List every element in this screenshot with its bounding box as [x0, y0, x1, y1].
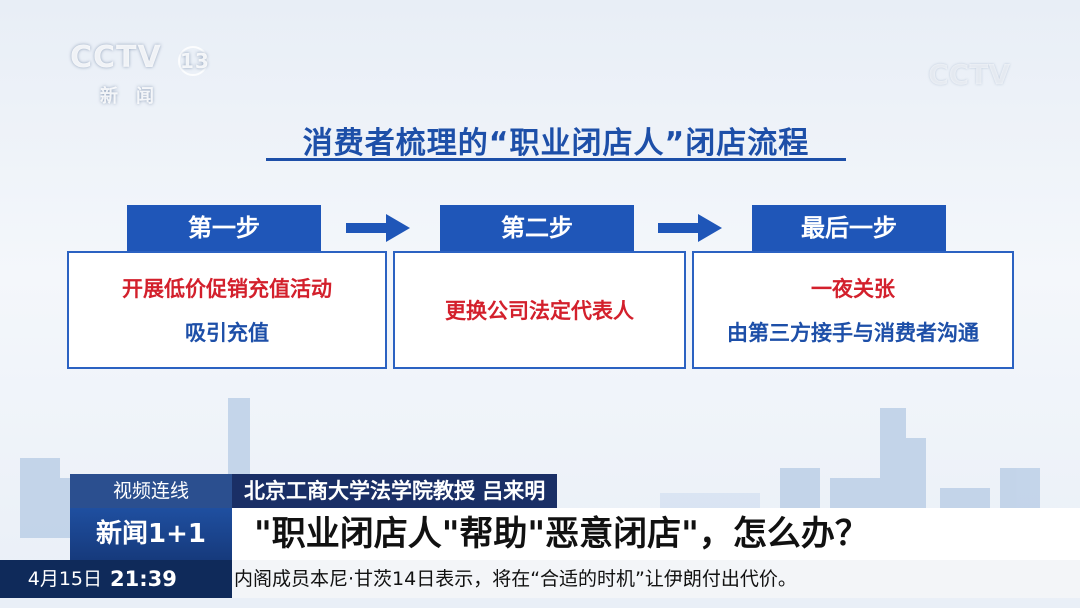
channel-sub-label: 新闻: [100, 86, 172, 107]
step-1-heading: 第一步: [127, 205, 321, 251]
graphic-title: 消费者梳理的“职业闭店人”闭店流程: [302, 126, 810, 161]
headline-text: "职业闭店人"帮助"恶意闭店"，怎么办？: [232, 508, 1080, 560]
step-2-line-1: 更换公司法定代表人: [445, 299, 634, 323]
step-2-heading: 第二步: [440, 205, 634, 251]
cctv-watermark: CCTV: [928, 58, 1010, 91]
arrow-right-icon: [658, 214, 722, 242]
step-1-box: 开展低价促销充值活动 吸引充值: [67, 251, 387, 369]
title-underline: [266, 158, 846, 161]
program-logo: 新闻1+1: [70, 508, 232, 560]
ticker-text: 内阁成员本尼·甘茨14日表示，将在“合适的时机”让伊朗付出代价。: [232, 560, 1080, 598]
step-3-box: 一夜关张 由第三方接手与消费者沟通: [692, 251, 1014, 369]
step-2-box: 更换公司法定代表人: [393, 251, 686, 369]
arrow-right-icon: [346, 214, 410, 242]
ticker-time: 21:39: [110, 560, 232, 598]
step-1-line-2: 吸引充值: [185, 321, 269, 345]
video-link-tag: 视频连线: [70, 474, 232, 508]
step-3-line-2: 由第三方接手与消费者沟通: [727, 321, 979, 345]
step-1-line-1: 开展低价促销充值活动: [122, 277, 332, 301]
ticker-date: 4月15日: [0, 560, 110, 598]
guest-caption: 北京工商大学法学院教授 吕来明: [232, 474, 558, 508]
lower-third-tag-row: 视频连线 北京工商大学法学院教授 吕来明: [70, 474, 558, 508]
step-3-heading: 最后一步: [752, 205, 946, 251]
step-3-line-1: 一夜关张: [811, 277, 895, 301]
headline-bar: 新闻1+1 "职业闭店人"帮助"恶意闭店"，怎么办？: [70, 508, 1080, 560]
channel-number: 13: [178, 46, 209, 76]
news-ticker: 4月15日 21:39 内阁成员本尼·甘茨14日表示，将在“合适的时机”让伊朗付…: [0, 560, 1080, 598]
cctv-logo: CCTV: [70, 40, 162, 75]
